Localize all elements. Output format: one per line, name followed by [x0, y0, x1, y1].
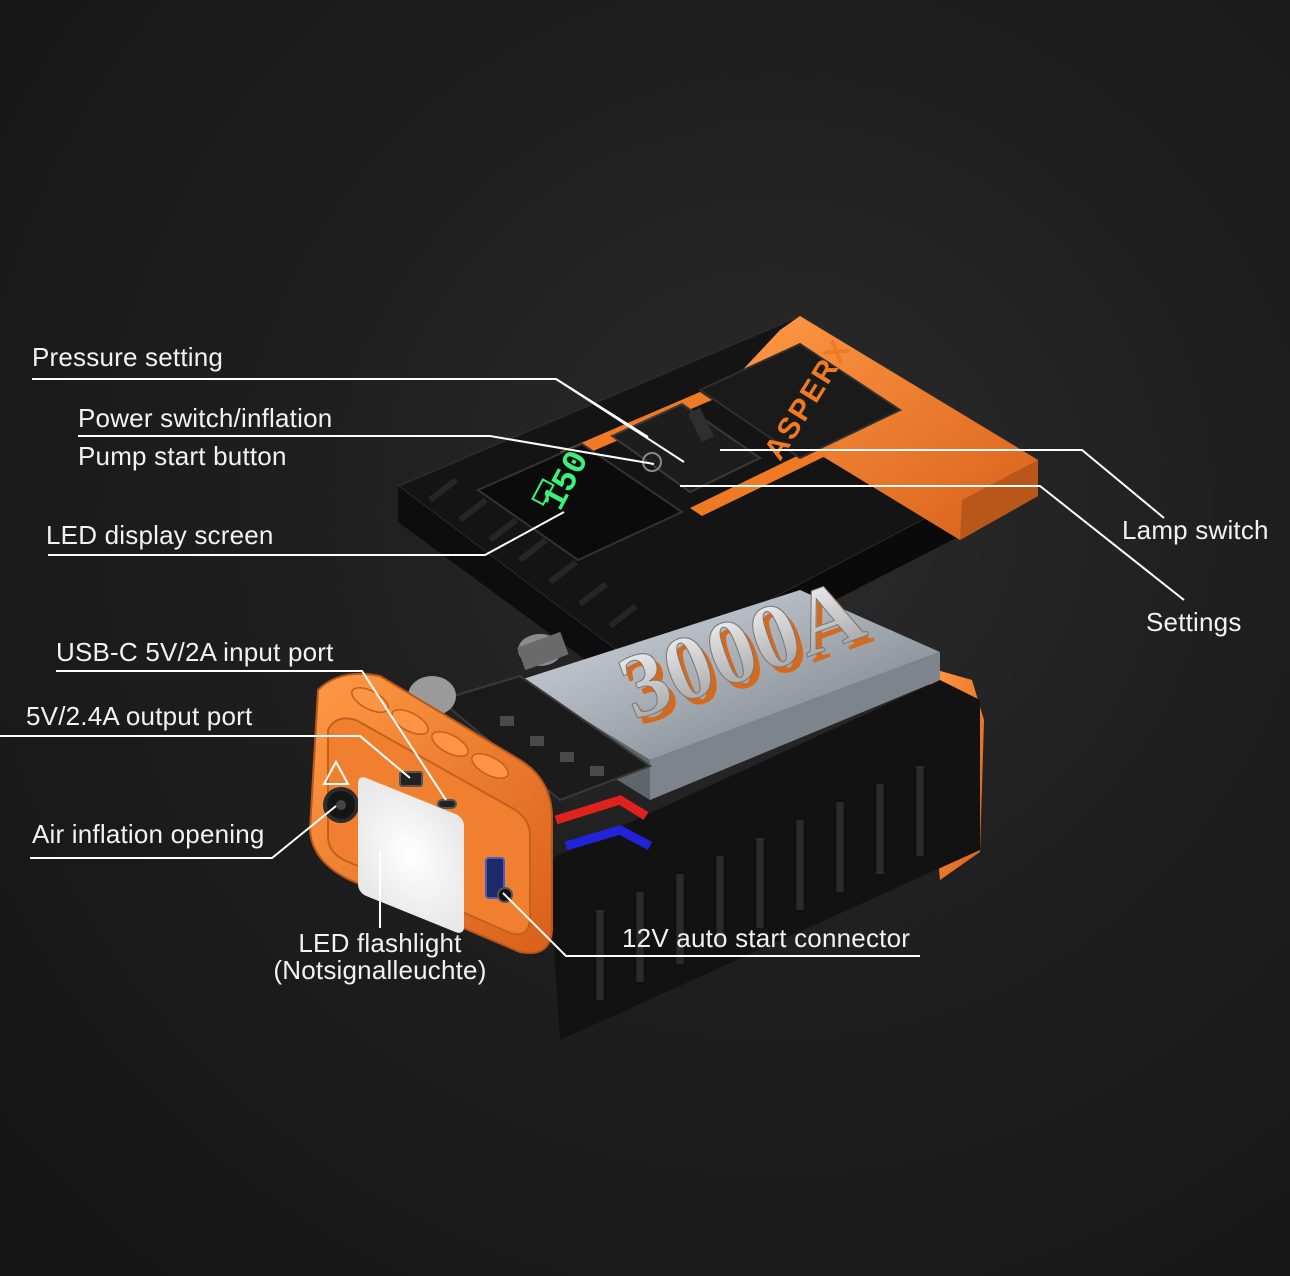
leader-air-inflation [30, 805, 337, 859]
leader-usb-output [0, 735, 411, 779]
air-inflation-opening [323, 787, 359, 823]
callout-notsignalleuchte: (Notsignalleuchte) [273, 955, 487, 985]
leader-lines [0, 378, 1185, 957]
leader-power-switch [78, 435, 655, 465]
usb-output-port [399, 771, 423, 787]
leader-pressure-setting-2 [555, 378, 685, 463]
callout-led-flashlight: LED flashlight [298, 928, 462, 958]
callout-pressure-setting: Pressure setting [32, 342, 224, 372]
led-flashlight [358, 777, 464, 933]
callout-usb-c-input: USB-C 5V/2A input port [56, 637, 334, 667]
callout-auto-start: 12V auto start connector [622, 923, 911, 953]
leader-auto-start [502, 892, 920, 957]
leader-led-display [48, 511, 565, 556]
battery-level-icon [531, 478, 555, 506]
callout-usb-output: 5V/2.4A output port [26, 701, 253, 731]
callout-power-switch: Power switch/inflation [78, 403, 333, 433]
callout-settings: Settings [1146, 607, 1242, 637]
leader-settings [680, 485, 1185, 601]
leader-lamp-switch [720, 449, 1165, 519]
top-cover [396, 314, 1041, 700]
leader-usb-c [56, 670, 447, 801]
usb-c-input-port [437, 799, 457, 809]
callout-lamp-switch: Lamp switch [1122, 515, 1269, 545]
callout-air-inflation: Air inflation opening [32, 819, 265, 849]
warning-triangle-icon [322, 759, 350, 785]
callout-led-display: LED display screen [46, 520, 274, 550]
callout-pump-start-button: Pump start button [78, 441, 287, 471]
